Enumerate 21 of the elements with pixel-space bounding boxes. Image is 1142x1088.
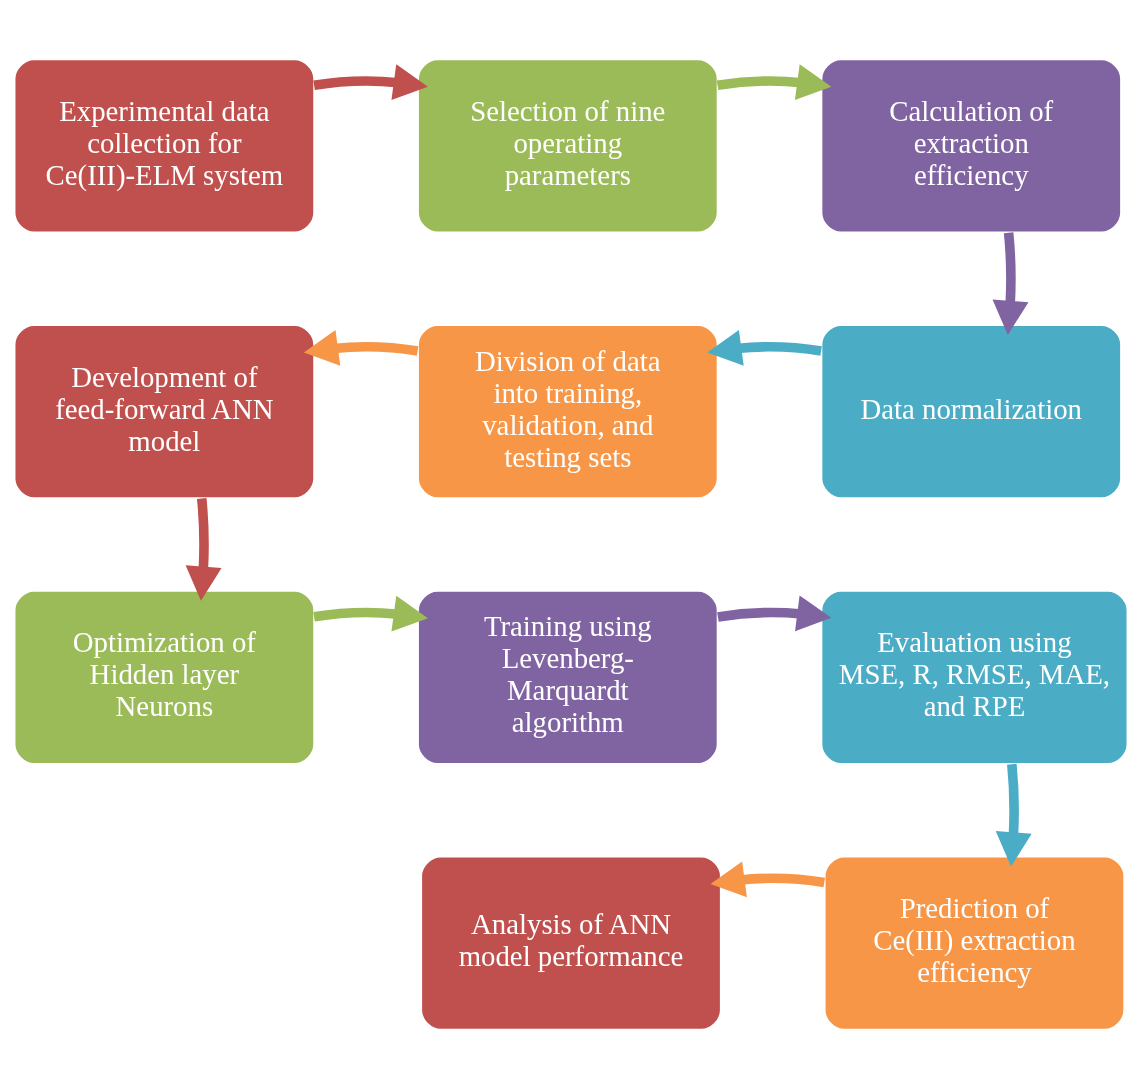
arrow [995,763,1032,867]
node-box: Optimization of Hidden layer Neurons [13,589,315,765]
node-box: Development of feed-forward ANN model [13,323,315,499]
arrow [313,595,428,631]
node-box: Data normalization [820,323,1122,499]
arrow [716,63,832,100]
arrow [717,595,832,631]
node-box: Training using Levenberg-Marquardt algorithm [417,589,719,765]
arrow [313,63,428,100]
node-box: Prediction of Ce(III) extraction efficiency [823,855,1125,1030]
node-box: Evaluation using MSE, R, RMSE, MAE, and RPE [820,589,1129,765]
arrow [710,861,825,897]
arrow [303,329,419,366]
node-box: Experimental data collection for Ce(III)-ELM system [13,58,315,233]
node-box: Calculation of extraction efficiency [820,58,1122,233]
arrow [707,329,822,366]
arrow [992,231,1029,335]
node-box: Division of data into training, validation, and testing sets [417,323,719,499]
node-box: Analysis of ANN model performance [420,855,722,1030]
node-box: Selection of nine operating parameters [417,58,719,233]
arrow [185,497,222,601]
